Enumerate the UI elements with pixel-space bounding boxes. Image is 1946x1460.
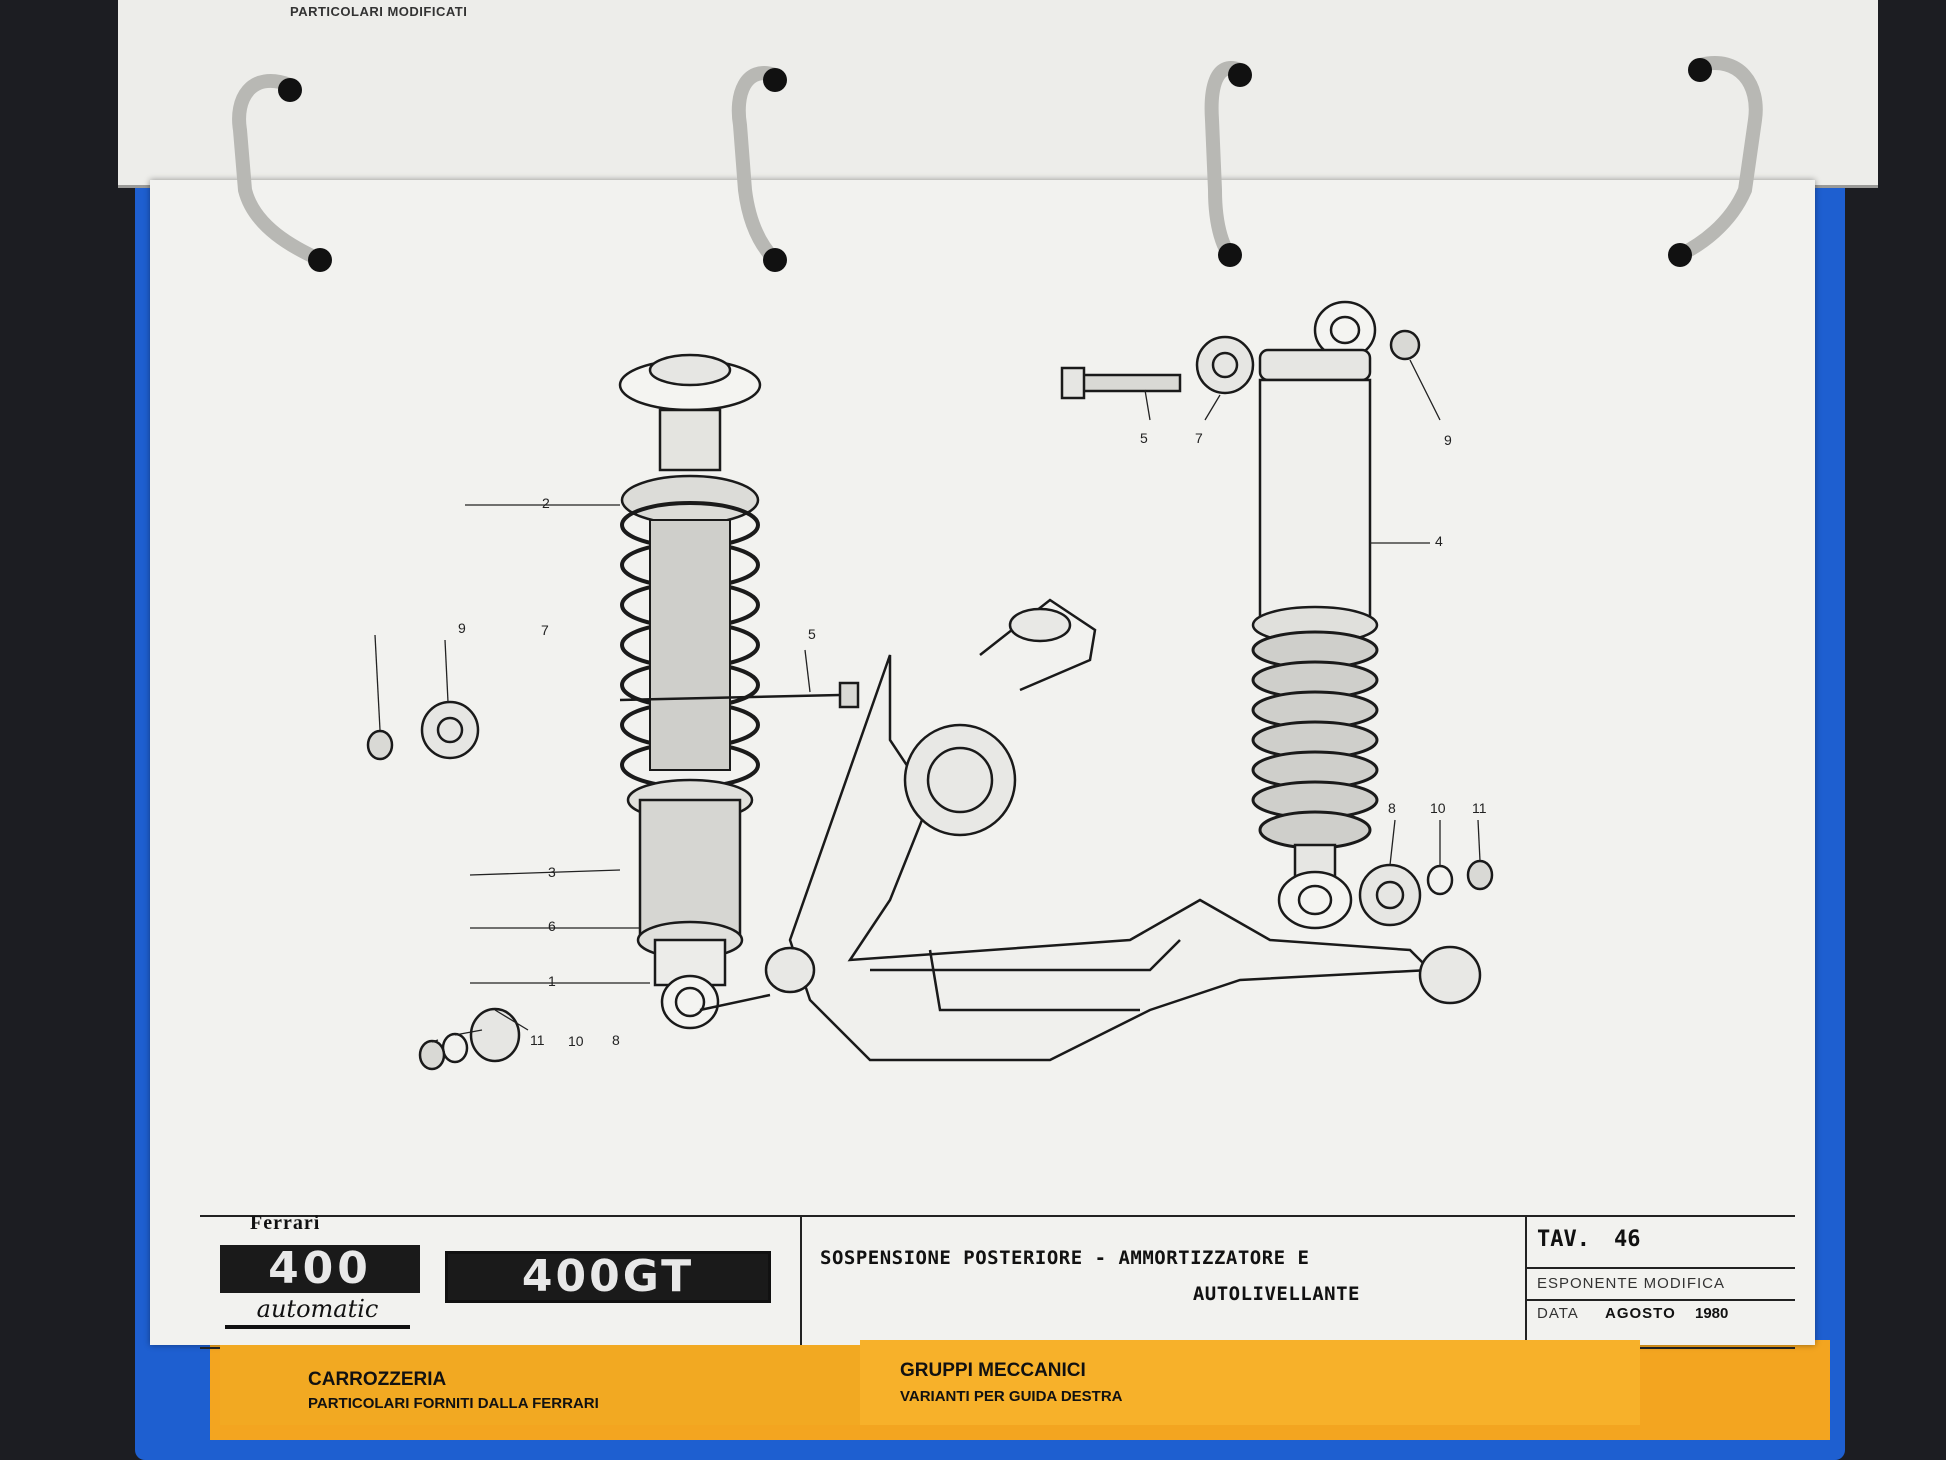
callout-3: 3: [548, 864, 556, 880]
plate-number: TAV. 46: [1537, 1227, 1640, 1252]
punch-hole-2: [308, 248, 332, 272]
title-block-brand: Ferrari 400 automatic 400GT: [200, 1212, 802, 1347]
callout-1: 1: [548, 973, 556, 989]
data-label: DATA: [1537, 1305, 1579, 1322]
callout-7-left: 7: [541, 622, 549, 638]
callout-2: 2: [542, 495, 550, 511]
description-line-2: AUTOLIVELLANTE: [1192, 1283, 1360, 1305]
binder-rings: [232, 56, 1763, 272]
binder-ring-4: [1673, 56, 1763, 262]
exploded-view-drawing: [366, 300, 1494, 1071]
previous-page-note: PARTICOLARI MODIFICATI: [290, 4, 468, 19]
tav-label: TAV.: [1537, 1227, 1590, 1252]
title-block-description: SOSPENSIONE POSTERIORE - AMMORTIZZATORE …: [800, 1217, 1527, 1347]
title-block: Ferrari 400 automatic 400GT SOSPENSIONE …: [200, 1212, 1795, 1349]
callout-9-right: 9: [1444, 432, 1452, 448]
meta-divider: [1525, 1267, 1795, 1269]
logo-automatic: automatic: [225, 1295, 410, 1329]
parts-catalog-page: 2 9 7 5 3 6 1 11 10 8 5 7 9 4 8 10 11 Fe…: [150, 180, 1815, 1349]
callout-10-right: 10: [1430, 800, 1446, 816]
punch-hole-3: [763, 68, 787, 92]
callout-7-right: 7: [1195, 430, 1203, 446]
data-year: 1980: [1695, 1305, 1729, 1322]
callout-4: 4: [1435, 533, 1443, 549]
callout-6: 6: [548, 918, 556, 934]
data-value: AGOSTO: [1605, 1305, 1676, 1322]
callout-5-left: 5: [808, 626, 816, 642]
logo-400gt: 400GT: [445, 1251, 771, 1303]
tab-left-subheading: PARTICOLARI FORNITI DALLA FERRARI: [308, 1395, 599, 1412]
tab-right-subheading: VARIANTI PER GUIDA DESTRA: [900, 1388, 1123, 1405]
tav-number: 46: [1613, 1227, 1641, 1252]
punch-hole-6: [1218, 243, 1242, 267]
title-block-meta: TAV. 46 ESPONENTE MODIFICA DATA AGOSTO 19…: [1525, 1217, 1795, 1347]
tab-right-heading: GRUPPI MECCANICI: [900, 1360, 1086, 1381]
callout-8-left: 8: [612, 1032, 620, 1048]
divider-tab-carrozzeria[interactable]: CARROZZERIA PARTICOLARI FORNITI DALLA FE…: [220, 1345, 860, 1425]
binder-ring-3: [1204, 61, 1247, 262]
punch-hole-7: [1688, 58, 1712, 82]
punch-hole-1: [278, 78, 302, 102]
esponente-label: ESPONENTE MODIFICA: [1537, 1275, 1726, 1292]
description-line-1: SOSPENSIONE POSTERIORE - AMMORTIZZATORE …: [820, 1247, 1310, 1269]
ferrari-wordmark: Ferrari: [250, 1212, 321, 1234]
divider-tab-gruppi-meccanici[interactable]: GRUPPI MECCANICI VARIANTI PER GUIDA DEST…: [860, 1340, 1640, 1425]
callout-5-right: 5: [1140, 430, 1148, 446]
meta-divider-2: [1525, 1299, 1795, 1301]
logo-400: 400: [220, 1245, 420, 1293]
binder-ring-1: [232, 74, 327, 267]
callout-9-left: 9: [458, 620, 466, 636]
tab-left-heading: CARROZZERIA: [308, 1369, 447, 1390]
punch-hole-4: [763, 248, 787, 272]
callout-8-right: 8: [1388, 800, 1396, 816]
previous-page: PARTICOLARI MODIFICATI: [118, 0, 1878, 188]
binder-ring-2: [731, 66, 782, 267]
punch-hole-8: [1668, 243, 1692, 267]
callout-11-right: 11: [1472, 800, 1487, 816]
callout-11-left: 11: [530, 1032, 545, 1048]
punch-hole-5: [1228, 63, 1252, 87]
callout-10-left: 10: [568, 1033, 584, 1049]
